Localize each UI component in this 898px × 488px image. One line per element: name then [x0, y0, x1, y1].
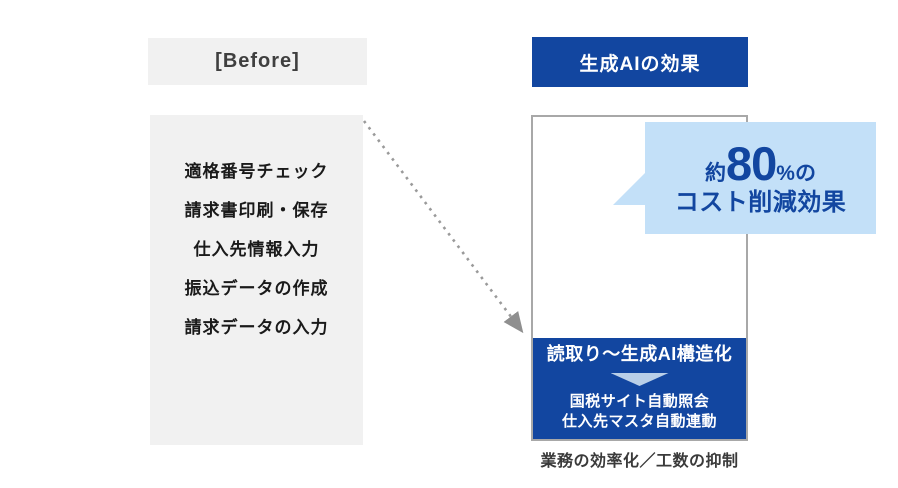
- list-item: 適格番号チェック: [184, 162, 329, 181]
- after-header: 生成AIの効果: [532, 37, 748, 87]
- process-step2-label: 国税サイト自動照会 仕入先マスタ自動連動: [562, 392, 717, 432]
- bubble-suffix: の: [794, 161, 816, 185]
- before-header: [Before]: [148, 38, 367, 85]
- result-caption: 業務の効率化／工数の抑制: [540, 453, 739, 470]
- bubble-value: 80: [726, 136, 777, 190]
- before-header-label: [Before]: [215, 50, 300, 72]
- bubble-line1: 約 80 % の: [705, 140, 816, 187]
- dotted-arrow-icon: [362, 120, 524, 334]
- process-step1-label: 読取り〜生成AI構造化: [546, 344, 733, 364]
- bubble-line2: コスト削減効果: [674, 188, 847, 216]
- after-header-label: 生成AIの効果: [579, 53, 701, 75]
- list-item: 請求データの入力: [184, 318, 329, 337]
- process-step2-line1: 国税サイト自動照会: [569, 393, 710, 410]
- list-item: 仕入先情報入力: [193, 240, 320, 259]
- process-box: 読取り〜生成AI構造化 国税サイト自動照会 仕入先マスタ自動連動: [533, 338, 746, 439]
- process-step2-line2: 仕入先マスタ自動連動: [561, 413, 717, 430]
- cost-reduction-bubble: 約 80 % の コスト削減効果: [645, 122, 876, 234]
- bubble-percent: %: [776, 161, 795, 185]
- before-task-list: 適格番号チェック 請求書印刷・保存 仕入先情報入力 振込データの作成 請求データ…: [150, 115, 363, 445]
- list-item: 振込データの作成: [184, 279, 329, 298]
- list-item: 請求書印刷・保存: [184, 201, 329, 220]
- bubble-approx: 約: [705, 161, 727, 185]
- down-chevron-icon: [610, 373, 669, 386]
